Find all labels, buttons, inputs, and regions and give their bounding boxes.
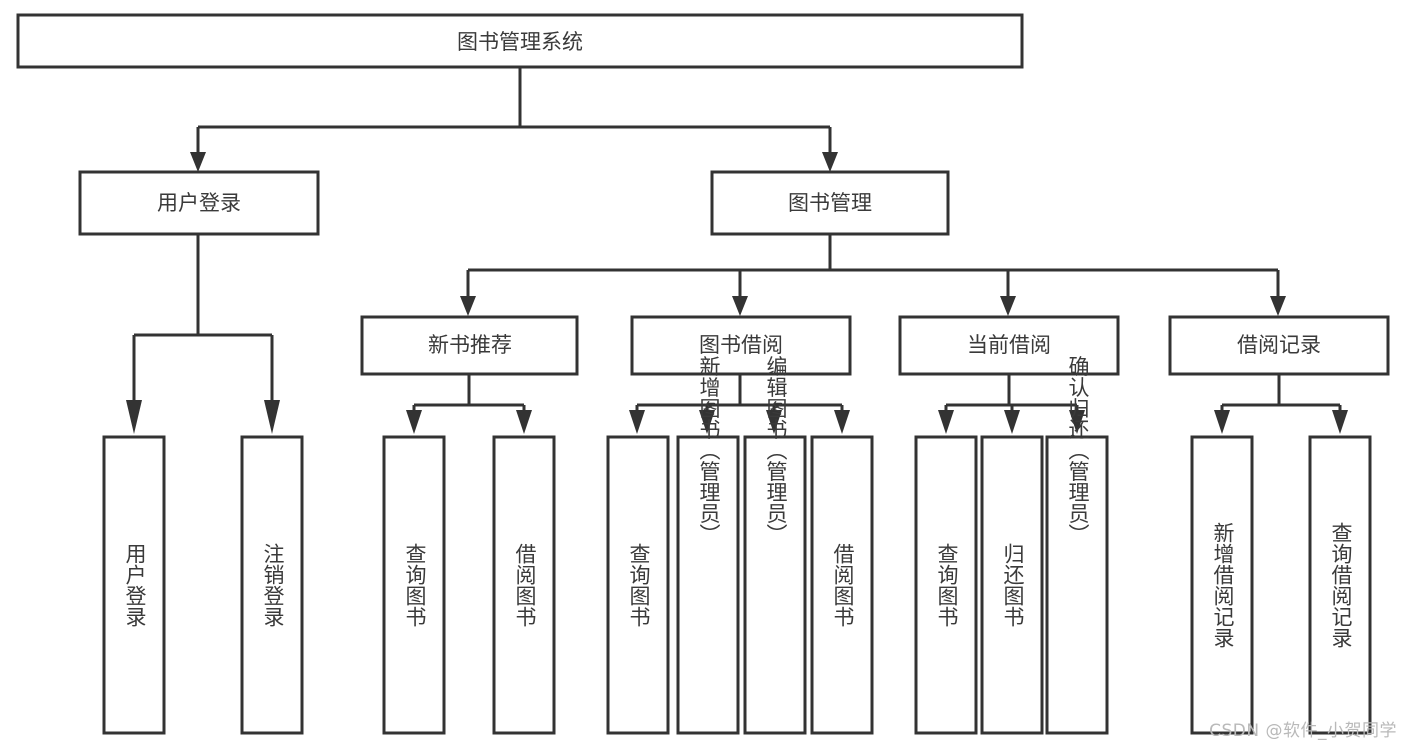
node-leaf-user-login-box[interactable] [102,435,166,735]
node-leaf-query-book-3-box[interactable] [914,435,978,735]
arrow-head-book-management [822,152,838,172]
node-leaf-query-book-2[interactable]: 查询图书 [606,435,670,735]
arrow-head-leaf-add-record [1214,410,1230,434]
arrow-head-leaf-edit-book [766,410,782,434]
node-user-login-label: 用户登录 [157,191,241,215]
node-root[interactable]: 图书管理系统 [16,13,1024,69]
node-leaf-edit-book-box[interactable] [743,435,807,735]
node-leaf-logout[interactable]: 注销登录 [240,435,304,735]
arrow-head-leaf-borrow-book-1 [516,410,532,434]
node-leaf-return-book-box[interactable] [980,435,1044,735]
node-leaf-add-book-box[interactable] [676,435,740,735]
node-current-borrow-box[interactable] [898,315,1120,376]
node-leaf-query-book-1-box[interactable] [382,435,446,735]
arrow-head-leaf-query-book-1 [406,410,422,434]
node-leaf-query-book-3[interactable]: 查询图书 [914,435,978,735]
node-leaf-user-login[interactable]: 用户登录 [102,435,166,735]
node-leaf-edit-book[interactable]: 编辑图书（管理员） [743,356,807,735]
connector-layer [126,67,1348,434]
arrow-head-leaf-user-login [126,400,142,434]
arrow-head-new-book-recommend [460,296,476,316]
arrow-head-leaf-query-book-3 [938,410,954,434]
node-leaf-borrow-book-1-label: 借阅图书 [513,543,537,627]
arrow-head-current-borrow [1000,296,1016,316]
arrow-head-leaf-add-book [699,410,715,434]
watermark-text: CSDN @软件_小贺同学 [1209,721,1397,741]
node-new-book-recommend[interactable]: 新书推荐 [360,315,579,376]
node-leaf-confirm-return-label: 确认归还（管理员） [1066,356,1090,545]
node-new-book-recommend-label: 新书推荐 [428,333,512,357]
node-book-management-box[interactable] [710,170,950,236]
node-book-borrow-label: 图书借阅 [699,333,783,357]
node-leaf-query-record-box[interactable] [1308,435,1372,735]
node-leaf-borrow-book-2-label: 借阅图书 [831,543,855,627]
node-borrow-record[interactable]: 借阅记录 [1168,315,1390,376]
arrow-head-leaf-confirm-return [1069,410,1085,434]
node-leaf-borrow-book-1-box[interactable] [492,435,556,735]
node-borrow-record-box[interactable] [1168,315,1390,376]
arrow-head-leaf-logout [264,400,280,434]
node-root-label: 图书管理系统 [457,30,583,54]
node-user-login-box[interactable] [78,170,320,236]
node-book-management-label: 图书管理 [788,191,872,215]
node-leaf-borrow-book-2[interactable]: 借阅图书 [810,435,874,735]
arrow-head-user-login [190,152,206,172]
arrow-head-leaf-query-book-2 [629,410,645,434]
arrow-head-borrow-record [1270,296,1286,316]
node-book-borrow[interactable]: 图书借阅 [630,315,852,376]
arrow-head-leaf-return-book [1004,410,1020,434]
arrow-head-leaf-borrow-book-2 [834,410,850,434]
node-root-box[interactable] [16,13,1024,69]
node-book-borrow-box[interactable] [630,315,852,376]
node-leaf-query-book-3-label: 查询图书 [935,543,959,627]
node-borrow-record-label: 借阅记录 [1237,333,1321,357]
node-leaf-borrow-book-1[interactable]: 借阅图书 [492,435,556,735]
node-leaf-logout-label: 注销登录 [261,543,285,627]
node-leaf-query-book-1-label: 查询图书 [403,543,427,627]
node-leaf-add-book-label: 新增图书（管理员） [697,356,721,545]
arrow-head-leaf-query-record [1332,410,1348,434]
node-leaf-edit-book-label: 编辑图书（管理员） [764,356,788,545]
node-leaf-query-book-2-box[interactable] [606,435,670,735]
node-leaf-add-record-box[interactable] [1190,435,1254,735]
node-leaf-return-book[interactable]: 归还图书 [980,435,1044,735]
node-leaf-add-record-label: 新增借阅记录 [1211,522,1235,648]
node-leaf-add-book[interactable]: 新增图书（管理员） [676,356,740,735]
node-current-borrow[interactable]: 当前借阅 [898,315,1120,376]
node-book-management[interactable]: 图书管理 [710,170,950,236]
node-leaf-query-book-2-label: 查询图书 [627,543,651,627]
node-user-login[interactable]: 用户登录 [78,170,320,236]
node-leaf-confirm-return[interactable]: 确认归还（管理员） [1045,356,1109,735]
node-leaf-add-record[interactable]: 新增借阅记录 [1190,435,1254,735]
arrow-head-book-borrow [732,296,748,316]
node-leaf-borrow-book-2-box[interactable] [810,435,874,735]
node-leaf-return-book-label: 归还图书 [1001,543,1025,627]
node-leaf-logout-box[interactable] [240,435,304,735]
node-leaf-query-record-label: 查询借阅记录 [1329,522,1353,648]
node-leaf-confirm-return-box[interactable] [1045,435,1109,735]
node-current-borrow-label: 当前借阅 [967,333,1051,357]
node-leaf-query-record[interactable]: 查询借阅记录 [1308,435,1372,735]
node-leaf-query-book-1[interactable]: 查询图书 [382,435,446,735]
node-new-book-recommend-box[interactable] [360,315,579,376]
node-leaf-user-login-label: 用户登录 [123,543,147,627]
